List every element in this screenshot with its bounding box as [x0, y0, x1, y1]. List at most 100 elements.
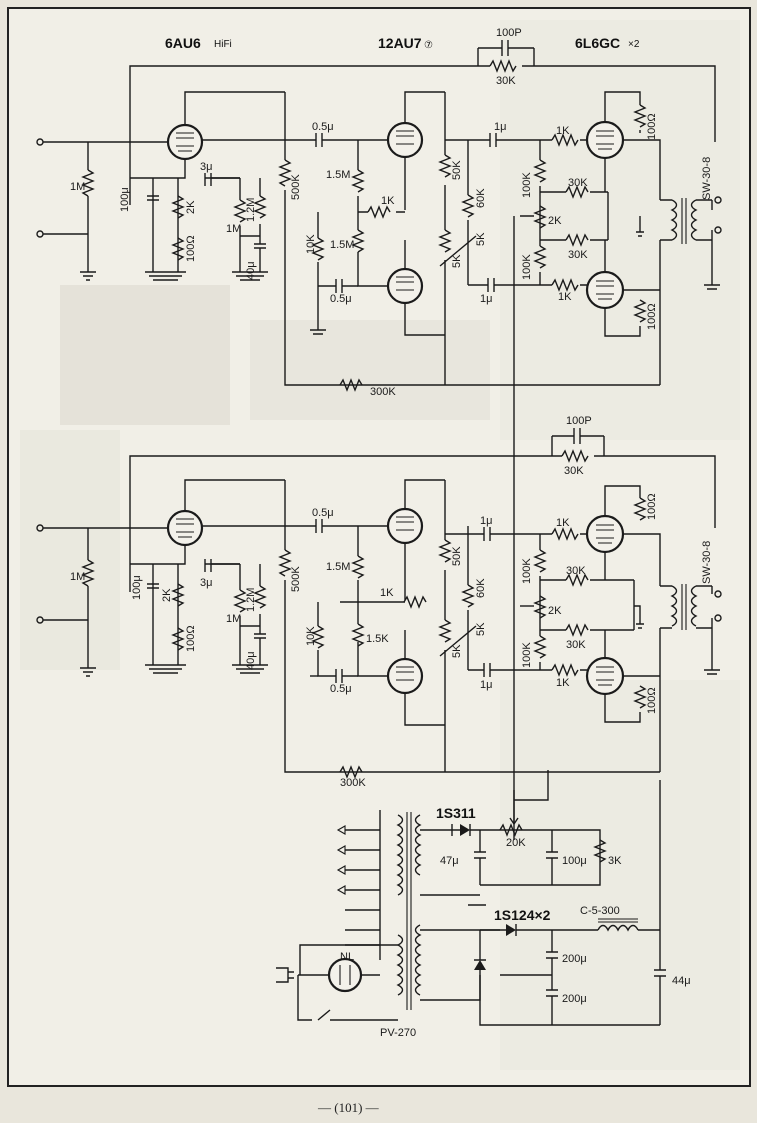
upper-r-in: 1M [70, 181, 85, 193]
lower-r-50k: 50K [451, 546, 463, 566]
header-12au7-mark: ⑦ [424, 40, 433, 51]
upper-c-cath: 100μ [119, 187, 131, 212]
upper-r-5k-a: 5K [451, 254, 463, 268]
upper-r-500k: 500K [290, 174, 302, 200]
header-6au6: 6AU6 [165, 35, 201, 51]
lower-r-30k-fb: 30K [564, 465, 584, 477]
upper-r-10k: 10K [305, 234, 317, 254]
lower-12au7-top-tube [386, 507, 424, 545]
lower-r-1m2: 1.2M [245, 588, 257, 612]
lower-r-10k: 10K [305, 626, 317, 646]
lower-channel: 1M 100μ 2K 100Ω 3μ 1M 1.2M 40μ 500K 300K… [36, 415, 722, 789]
upper-r-100k-bot: 100K [521, 254, 533, 280]
page-number: — (101) — [317, 1100, 380, 1115]
lower-c-100p: 100P [566, 415, 592, 427]
lower-r-30k-a: 30K [566, 565, 586, 577]
lower-6l6gc-bot-tube [585, 656, 625, 696]
upper-12au7-bot-tube [386, 267, 424, 305]
upper-r-5k-b: 5K [475, 232, 487, 246]
power-c-100u: 100μ [562, 855, 587, 867]
power-diode-bias: 1S311 [436, 805, 476, 821]
header-6l6gc: 6L6GC [575, 35, 620, 51]
lower-r-100-top: 100Ω [646, 493, 658, 520]
power-c-200u-b: 200μ [562, 993, 587, 1005]
header-6l6gc-suffix: ×2 [628, 39, 640, 50]
upper-r-100-bot: 100Ω [646, 303, 658, 330]
header-6au6-suffix: HiFi [214, 39, 232, 50]
power-r-3k: 3K [608, 855, 622, 867]
lower-r-15m: 1.5M [326, 561, 350, 573]
upper-r-30k-a: 30K [568, 177, 588, 189]
upper-12au7-top-tube [386, 121, 424, 159]
upper-6l6gc-top-tube [585, 120, 625, 160]
power-choke: C-5-300 [580, 905, 620, 917]
lower-r-5k-a: 5K [451, 644, 463, 658]
upper-r-cath100: 100Ω [185, 235, 197, 262]
upper-r-2k: 2K [548, 215, 562, 227]
lower-r-2k: 2K [548, 605, 562, 617]
upper-r-grid1k-bot: 1K [558, 291, 572, 303]
page-border [7, 7, 751, 1087]
upper-r-1m2: 1.2M [245, 198, 257, 222]
upper-r-60k: 60K [475, 188, 487, 208]
lower-r-60k: 60K [475, 578, 487, 598]
upper-r-1m: 1M [226, 223, 241, 235]
header-12au7: 12AU7 [378, 35, 422, 51]
lower-r-5k-b: 5K [475, 622, 487, 636]
lower-r-500k: 500K [290, 566, 302, 592]
upper-c-1u-top: 1μ [494, 121, 506, 133]
lower-r-1m: 1M [226, 613, 241, 625]
upper-r-30k-fb: 30K [496, 75, 516, 87]
lower-r-15k: 1.5K [366, 633, 389, 645]
lower-r-100k-top: 100K [521, 558, 533, 584]
upper-r-cath2k: 2K [185, 200, 197, 214]
power-supply: PV-270 1S311 47μ 20K 100μ 3K 1S124×2 200… [276, 770, 691, 1039]
upper-channel: 1M 100μ 2K 100Ω 3μ 1M 1.2M 40μ 500K 300K [36, 27, 722, 840]
lower-r-30k-b: 30K [566, 639, 586, 651]
upper-r-50k: 50K [451, 160, 463, 180]
upper-r-100-top: 100Ω [646, 113, 658, 140]
lower-c-05-top: 0.5μ [312, 507, 334, 519]
lower-transformer: SW-30-8 [701, 541, 713, 584]
lower-6l6gc-top-tube [585, 514, 625, 554]
lower-c-cath: 100μ [131, 575, 143, 600]
lower-r-100-bot: 100Ω [646, 687, 658, 714]
power-c-47u: 47μ [440, 855, 459, 867]
power-r-20k: 20K [506, 837, 526, 849]
lower-r-100k-bot: 100K [521, 642, 533, 668]
upper-c-1u-bot: 1μ [480, 293, 492, 305]
lower-r-1k: 1K [380, 587, 394, 599]
upper-c-100p: 100P [496, 27, 522, 39]
lower-6au6-tube [166, 509, 204, 547]
lower-12au7-bot-tube [386, 657, 424, 695]
upper-6au6-tube [166, 123, 204, 161]
upper-6l6gc-bot-tube [585, 270, 625, 310]
upper-c-05-top: 0.5μ [312, 121, 334, 133]
upper-r-grid1k-top: 1K [556, 125, 570, 137]
lower-c-1u-bot: 1μ [480, 679, 492, 691]
lower-c-1u-top: 1μ [480, 515, 492, 527]
power-c-44u: 44μ [672, 975, 691, 987]
lower-r-grid1k-bot: 1K [556, 677, 570, 689]
upper-c-40u: 40μ [245, 261, 257, 280]
upper-r-1k: 1K [381, 195, 395, 207]
power-neon-lamp [327, 957, 363, 993]
power-c-200u-a: 200μ [562, 953, 587, 965]
upper-c-3u: 3μ [200, 161, 212, 173]
upper-transformer: SW-30-8 [701, 157, 713, 200]
power-lamp: NL [340, 951, 354, 963]
upper-c-05-bot: 0.5μ [330, 293, 352, 305]
upper-r-15m-b: 1.5M [330, 239, 354, 251]
lower-r-cath100: 100Ω [185, 625, 197, 652]
lower-r-in: 1M [70, 571, 85, 583]
upper-r-30k-b: 30K [568, 249, 588, 261]
upper-r-100k-top: 100K [521, 172, 533, 198]
lower-c-3u: 3μ [200, 577, 212, 589]
lower-c-05-bot: 0.5μ [330, 683, 352, 695]
lower-c-40u: 40μ [245, 651, 257, 670]
lower-r-300k: 300K [340, 777, 366, 789]
upper-r-15m-a: 1.5M [326, 169, 350, 181]
lower-r-cath2k: 2K [161, 588, 173, 602]
